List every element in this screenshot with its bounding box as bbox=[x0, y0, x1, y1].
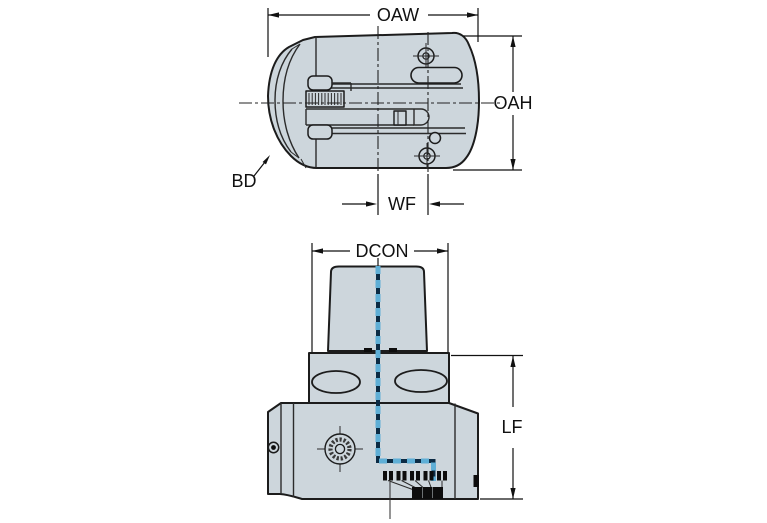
top-view-centerlines bbox=[239, 26, 502, 172]
oah-dimension: OAH bbox=[453, 35, 533, 171]
dcon-dimension: DCON bbox=[311, 241, 449, 354]
outlet-block bbox=[412, 487, 443, 499]
oaw-dimension-label: OAW bbox=[377, 5, 419, 25]
lower-body bbox=[267, 402, 479, 500]
left-groove bbox=[311, 370, 361, 394]
wf-dimension-label: WF bbox=[388, 194, 416, 214]
outlet-screw bbox=[396, 471, 407, 481]
wf-dimension: WF bbox=[342, 174, 464, 215]
outlet-screw bbox=[437, 471, 447, 481]
edge-notch bbox=[473, 475, 479, 487]
bd-callout-label: BD bbox=[231, 171, 256, 191]
top-view: OAW OAH BD WF bbox=[231, 5, 533, 215]
knurl-block bbox=[305, 90, 345, 108]
front-view: DCON bbox=[267, 241, 523, 519]
outlet-screw bbox=[423, 471, 434, 481]
oval-slot bbox=[410, 66, 463, 84]
outlet-screw bbox=[383, 471, 393, 481]
top-view-body-outline bbox=[267, 31, 480, 169]
lf-dimension: LF bbox=[451, 354, 523, 500]
oah-dimension-label: OAH bbox=[493, 93, 532, 113]
dcon-dimension-label: DCON bbox=[356, 241, 409, 261]
coolant-outlet-screws bbox=[383, 471, 447, 519]
bd-callout: BD bbox=[231, 155, 270, 191]
side-hole bbox=[267, 441, 280, 454]
pin-hole bbox=[428, 131, 442, 145]
lf-dimension-label: LF bbox=[501, 417, 522, 437]
clamp-knob-icon bbox=[317, 426, 363, 472]
top-screw-icon bbox=[413, 43, 439, 69]
oaw-dimension: OAW bbox=[267, 5, 479, 57]
outlet-screw bbox=[410, 471, 420, 481]
bottom-screw-icon bbox=[414, 143, 440, 169]
right-groove bbox=[394, 369, 448, 393]
